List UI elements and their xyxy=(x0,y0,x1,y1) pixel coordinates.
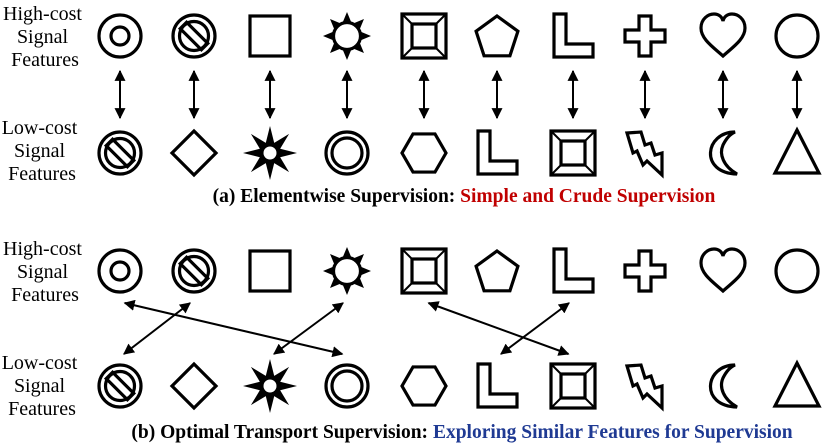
circle-icon xyxy=(774,248,820,294)
correspondence-arrow xyxy=(273,302,344,355)
high-cost-shape-row xyxy=(97,247,820,295)
beveled-square-icon xyxy=(549,129,597,177)
hexagon-icon xyxy=(400,365,448,407)
circle-in-circle-icon xyxy=(97,248,143,294)
double-circle-icon xyxy=(324,363,370,409)
low-cost-shape-row xyxy=(97,359,822,413)
sun-icon xyxy=(323,247,371,295)
beveled-square-icon xyxy=(549,362,597,410)
low-cost-label: Low-cost Signal Features xyxy=(2,117,83,185)
l-shape-icon xyxy=(552,247,595,294)
eight-point-star-icon xyxy=(243,359,297,413)
l-shape-icon xyxy=(552,12,595,59)
low-cost-shape-row xyxy=(97,126,822,180)
cross-icon xyxy=(623,14,667,58)
high-cost-label: High-cost Signal Features xyxy=(3,3,87,71)
panel-optimal-transport: High-cost Signal Features Low-cost Signa… xyxy=(2,238,822,443)
no-sign-icon xyxy=(97,130,143,176)
diamond-icon xyxy=(169,361,219,411)
caption-a: (a) Elementwise Supervision: Simple and … xyxy=(213,186,716,207)
beveled-square-icon xyxy=(400,247,448,295)
correspondence-arrow xyxy=(123,302,191,355)
panel-elementwise: High-cost Signal Features Low-cost Signa… xyxy=(2,3,822,207)
lightning-bolt-icon xyxy=(624,363,664,412)
l-shape-icon xyxy=(476,362,519,409)
crescent-moon-icon xyxy=(708,130,738,176)
crescent-moon-icon xyxy=(708,363,738,409)
pentagon-icon xyxy=(474,249,520,293)
triangle-icon xyxy=(772,359,822,408)
square-icon xyxy=(248,249,292,293)
heart-icon xyxy=(699,247,747,294)
sun-icon xyxy=(323,12,371,60)
no-sign-icon xyxy=(97,363,143,409)
high-cost-shape-row xyxy=(97,12,820,60)
supervision-arrows xyxy=(114,69,803,120)
supervision-arrows xyxy=(123,299,570,358)
lightning-bolt-icon xyxy=(624,130,664,179)
correspondence-arrow xyxy=(500,302,570,355)
cross-icon xyxy=(623,249,667,293)
diamond-icon xyxy=(169,128,219,178)
high-cost-label: High-cost Signal Features xyxy=(3,238,87,306)
circle-icon xyxy=(774,13,820,59)
beveled-square-icon xyxy=(400,12,448,60)
hexagon-icon xyxy=(400,132,448,174)
low-cost-label: Low-cost Signal Features xyxy=(2,352,83,420)
caption-b: (b) Optimal Transport Supervision: Explo… xyxy=(131,422,792,443)
no-sign-icon xyxy=(171,248,217,294)
correspondence-arrow xyxy=(427,301,570,356)
eight-point-star-icon xyxy=(243,126,297,180)
l-shape-icon xyxy=(476,129,519,176)
circle-in-circle-icon xyxy=(97,13,143,59)
heart-icon xyxy=(699,12,747,59)
double-circle-icon xyxy=(324,130,370,176)
no-sign-icon xyxy=(171,13,217,59)
pentagon-icon xyxy=(474,14,520,58)
triangle-icon xyxy=(772,126,822,175)
square-icon xyxy=(248,14,292,58)
